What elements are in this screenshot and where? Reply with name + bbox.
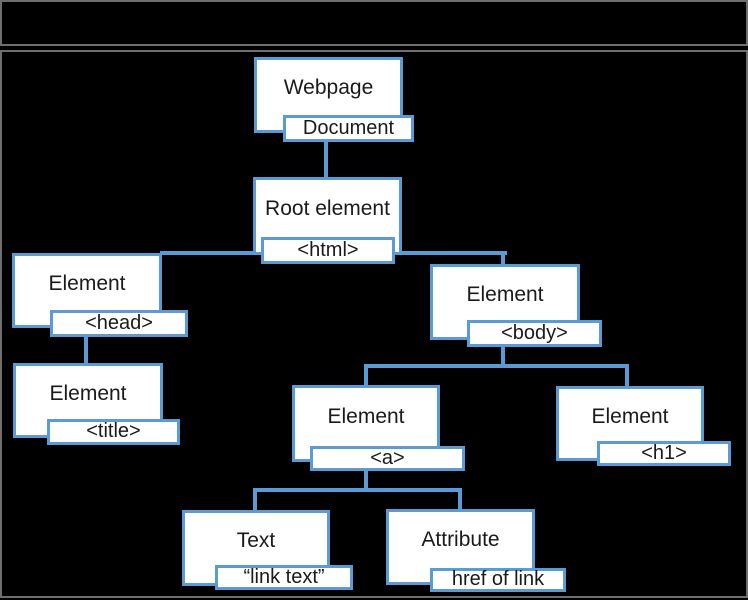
node-a-tag-box: <a> [310,446,465,471]
connector-body-branch [364,364,629,368]
connector-a-branch [253,488,462,492]
connector-body-to-h1 [625,364,629,388]
connector-body-stem [501,345,505,368]
node-head-tag-box: <head> [50,310,188,337]
node-h1-tag-box: <h1> [597,441,731,466]
node-webpage-tag-box: Document [283,115,414,142]
connector-root-to-body-h [395,251,507,255]
node-body-tag-box: <body> [467,320,602,347]
connector-document-to-root [324,140,328,180]
connector-a-to-attribute [458,488,462,511]
connector-a-to-text [253,488,257,512]
connector-root-to-head [160,251,260,255]
connector-head-to-title [84,335,88,365]
node-title-tag-box: <title> [47,419,180,445]
window-title-bar [0,0,748,46]
connector-root-to-body-v [501,251,505,267]
node-text-value-box: “link text” [215,565,353,590]
connector-body-to-a [364,364,368,387]
connector-a-stem [364,469,368,492]
node-html-tag-box: <html> [261,237,395,264]
node-attribute-value-box: href of link [430,568,566,592]
node-webpage-box: Webpage [254,57,403,133]
